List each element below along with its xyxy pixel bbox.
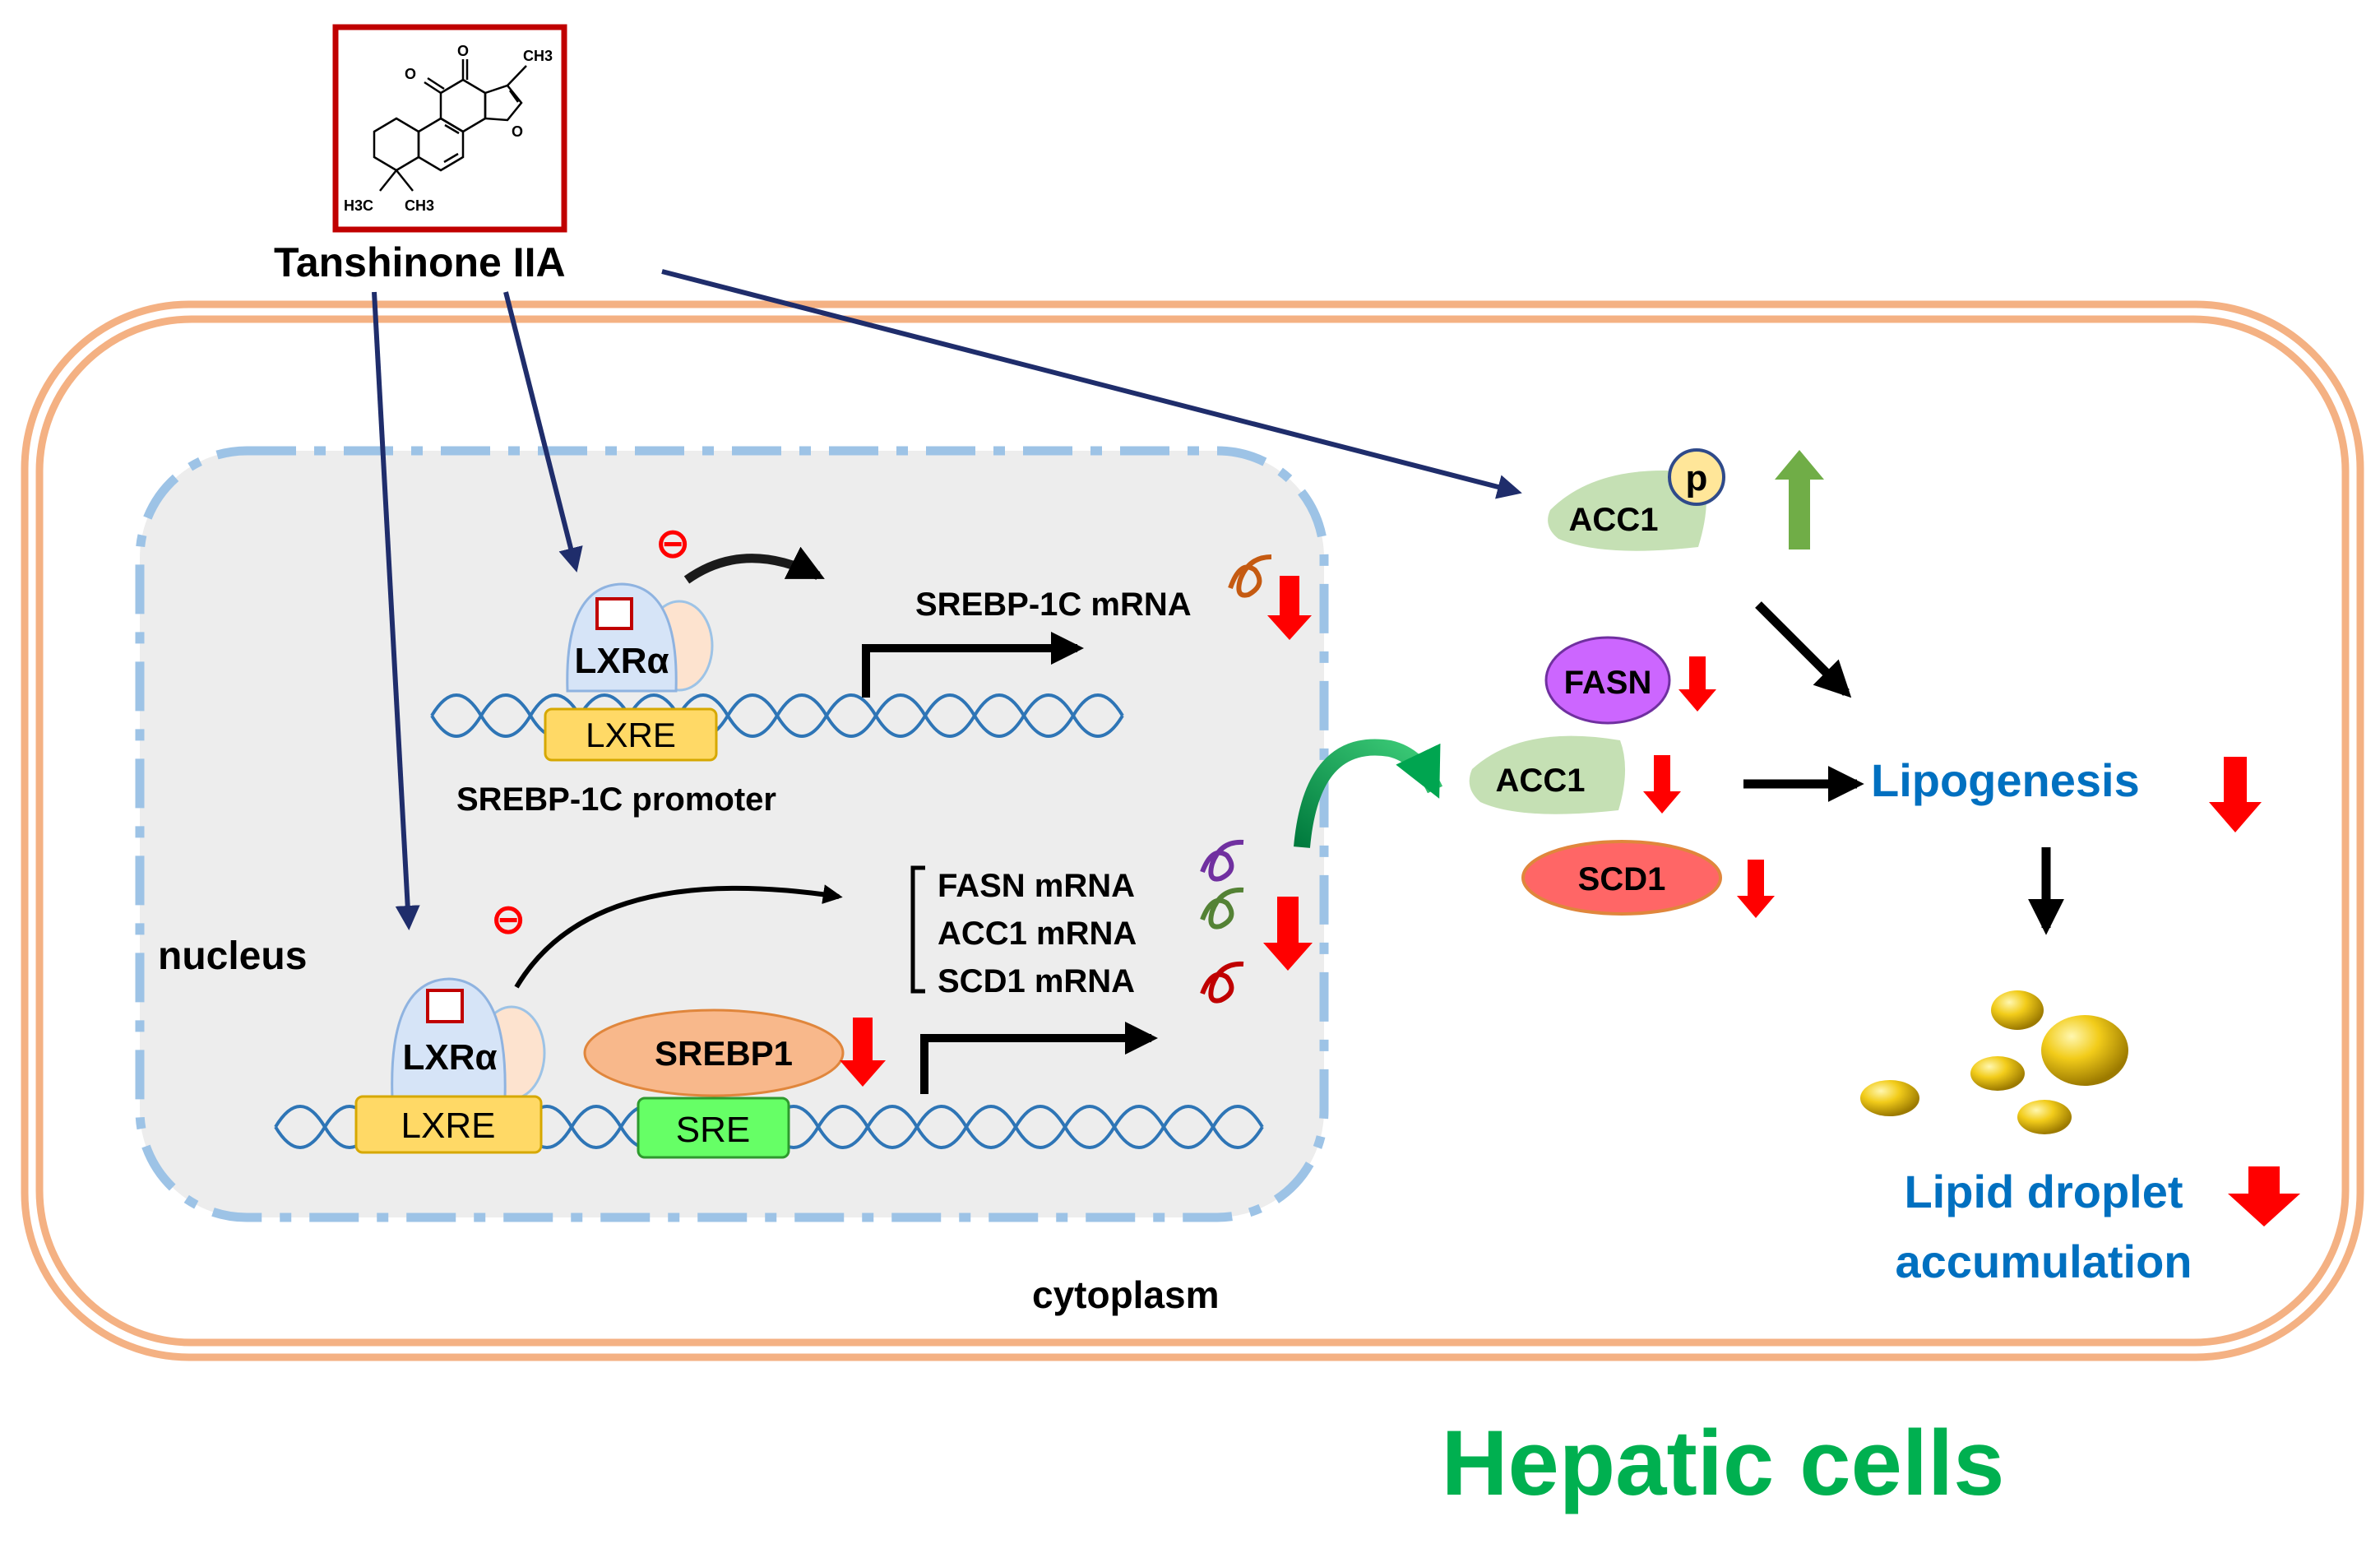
structure-label-oxo2: O <box>457 43 469 59</box>
drug-arrow-to-lxr-top <box>503 291 583 573</box>
lxre-bottom-box <box>354 1095 543 1154</box>
flow-arrows <box>1743 601 2064 935</box>
drug-name: Tanshinone IIA <box>274 239 566 285</box>
lxre-top-label: LXRE <box>586 716 676 754</box>
down-arrow-mrnas <box>1263 897 1313 971</box>
lipogenesis-label: Lipogenesis <box>1871 754 2140 806</box>
drug-bound-icon <box>426 989 464 1023</box>
down-arrow-acc1 <box>1643 755 1681 814</box>
srebp1c-mrna-label: SREBP-1C mRNA <box>915 587 1192 623</box>
acc1-phospho-label: ACC1 <box>1569 502 1659 538</box>
acc1-phospho-shape <box>1548 471 1706 551</box>
down-arrow-lipid <box>2228 1166 2300 1226</box>
fasn-shape <box>1544 636 1671 725</box>
sre-box <box>637 1097 790 1159</box>
lxr-alpha-bottom-label: LXRα <box>402 1037 497 1078</box>
structure-label-methyl-right: CH3 <box>405 197 434 214</box>
lxre-bottom-label: LXRE <box>401 1106 496 1146</box>
down-arrow-srebp1 <box>840 1018 886 1087</box>
mrna-bracket <box>910 865 925 994</box>
lxr-bottom-complex: LXRα <box>391 977 546 1101</box>
srebp1-label: SREBP1 <box>655 1034 793 1073</box>
lipid-droplets-icon <box>1860 990 2128 1134</box>
acc1-label: ACC1 <box>1496 763 1586 799</box>
cytoplasm-label: cytoplasm <box>1032 1273 1220 1316</box>
drug-arrows <box>372 269 1522 930</box>
structure-label-methyl-top: CH3 <box>523 48 553 64</box>
acc1-mrna-label: ACC1 mRNA <box>938 916 1137 952</box>
inhibited-activation-arrow-top <box>683 546 825 584</box>
fasn-label: FASN <box>1564 665 1652 701</box>
nucleus-label: nucleus <box>158 934 307 978</box>
chemical-structure-icon <box>373 59 527 192</box>
inhibited-activation-arrow-bottom <box>514 884 843 989</box>
phospho-badge <box>1668 448 1725 506</box>
lxre-top-box <box>544 707 718 762</box>
mrna-squiggle-fasn-icon <box>1200 839 1244 882</box>
export-arrow <box>1294 739 1443 848</box>
mrna-squiggle-top-icon <box>1228 554 1272 598</box>
up-arrow-acc1-phospho <box>1775 450 1824 549</box>
acc1-shape <box>1469 735 1626 814</box>
tanshinone-structure-box: O O O CH3 H3C CH3 <box>332 24 567 233</box>
srebp1-shape <box>583 1008 845 1097</box>
scd1-label: SCD1 <box>1578 861 1666 897</box>
drug-arrow-to-acc1 <box>661 269 1522 499</box>
acc1-phospho-to-lipogenesis-arrow <box>1755 601 1852 698</box>
structure-label-oxo1: O <box>405 66 416 82</box>
inhibit-symbol-top: ⊖ <box>655 520 691 568</box>
drug-arrow-to-lxr-bottom <box>372 291 420 930</box>
transcription-arrow-bottom <box>920 1022 1158 1094</box>
mrna-squiggle-acc1-icon <box>1200 887 1244 930</box>
down-arrow-scd1 <box>1737 860 1775 918</box>
lipid-droplet-label-line2: accumulation <box>1896 1236 2192 1287</box>
sre-label: SRE <box>676 1110 750 1150</box>
down-arrow-srebp1c <box>1267 576 1312 640</box>
scd1-mrna-label: SCD1 mRNA <box>938 963 1135 999</box>
fasn-mrna-label: FASN mRNA <box>938 868 1135 904</box>
lxr-alpha-top-label: LXRα <box>574 641 669 681</box>
lxr-top-complex: LXRα <box>566 582 714 693</box>
transcription-arrow-top <box>862 632 1084 698</box>
phospho-label: p <box>1686 458 1708 498</box>
drug-bound-icon <box>595 597 633 630</box>
scd1-shape <box>1521 840 1722 916</box>
mrna-squiggle-scd1-icon <box>1200 961 1244 1004</box>
lipid-droplet-label-line1: Lipid droplet <box>1904 1166 2183 1217</box>
cell-type-label: Hepatic cells <box>1442 1412 2005 1514</box>
down-arrow-fasn <box>1679 656 1716 712</box>
cell-membrane <box>21 300 2364 1361</box>
promoter-label: SREBP-1C promoter <box>456 781 776 818</box>
structure-label-ring-o: O <box>512 123 523 140</box>
inhibit-symbol-bottom: ⊖ <box>490 896 526 944</box>
down-arrow-lipogenesis <box>2209 757 2262 832</box>
structure-label-methyl-left: H3C <box>344 197 373 214</box>
